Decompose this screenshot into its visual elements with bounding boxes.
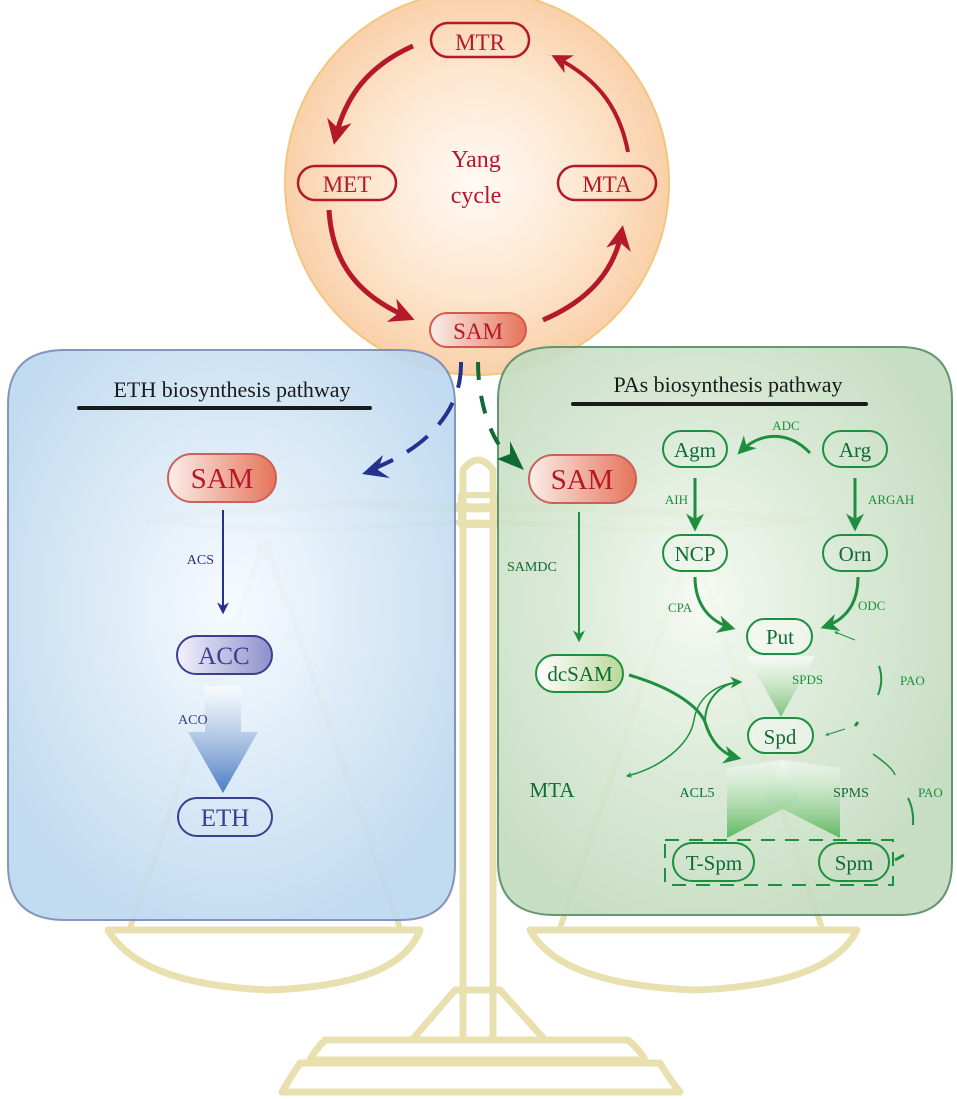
scale-base-bottom	[278, 1059, 684, 1096]
spermine-group-bracket	[664, 839, 894, 886]
enzyme-adc: ADC	[772, 418, 799, 433]
eth-node-eth[interactable]: ETH	[177, 797, 273, 837]
eth-biosynthesis-panel: ETH biosynthesis pathway SAM ACS ACC ACO…	[7, 349, 456, 921]
pas-node-sam[interactable]: SAM	[528, 454, 637, 504]
pao-dashed-arc-2	[872, 753, 896, 776]
enzyme-spms: SPMS	[833, 786, 869, 801]
right-pan	[526, 926, 861, 994]
arrow-sam-to-eth-pathway	[361, 361, 464, 476]
arrow-acc-to-eth	[188, 686, 258, 793]
node-mta-cycle[interactable]: MTA	[556, 164, 658, 202]
enzyme-acl5: ACL5	[680, 786, 715, 801]
pas-node-spd-label: Spd	[764, 725, 797, 749]
eth-node-acc[interactable]: ACC	[176, 635, 273, 675]
enzyme-odc: ODC	[858, 598, 885, 613]
pas-node-arg[interactable]: Arg	[822, 430, 888, 468]
eth-node-acc-label: ACC	[198, 643, 249, 670]
pas-node-ncp-label: NCP	[675, 542, 716, 566]
pas-node-put[interactable]: Put	[746, 618, 813, 655]
pas-node-spd[interactable]: Spd	[747, 717, 814, 754]
eth-node-sam[interactable]: SAM	[167, 453, 277, 503]
arrow-met-to-sam	[326, 209, 415, 322]
left-pan	[104, 926, 424, 994]
arrow-mtr-to-met	[327, 43, 415, 145]
pas-biosynthesis-panel: PAs biosynthesis pathway SAM SAMDC Agm A…	[497, 346, 953, 916]
node-sam-cycle[interactable]: SAM	[429, 312, 527, 348]
pas-node-mta: MTA	[530, 778, 576, 802]
arrow-sam-to-pas-pathway	[476, 361, 512, 460]
enzyme-spds: SPDS	[792, 672, 823, 687]
pao-dashed-arc-3	[907, 797, 915, 826]
eth-panel-title: ETH biosynthesis pathway	[113, 377, 350, 402]
arrow-head-eth	[362, 455, 390, 478]
yang-cycle: Yang cycle MTR MET MTA SAM	[284, 0, 670, 376]
pas-node-dcsam-label: dcSAM	[547, 662, 613, 686]
eth-node-eth-label: ETH	[201, 805, 250, 832]
pao-dashed-arc-1	[877, 665, 883, 696]
arrow-orn-to-put	[820, 576, 860, 631]
node-sam-cycle-label: SAM	[453, 319, 503, 344]
pas-node-dcsam[interactable]: dcSAM	[535, 654, 624, 693]
arrow-dcsam-to-spd	[704, 676, 743, 723]
pas-node-put-label: Put	[766, 625, 794, 649]
enzyme-pao-1: PAO	[900, 673, 925, 688]
node-met-label: MET	[323, 172, 372, 197]
arrow-spd-to-spm	[765, 760, 840, 838]
scale-base-top	[306, 1036, 649, 1064]
pao-dash-spm	[894, 853, 905, 862]
node-mta-cycle-label: MTA	[582, 172, 632, 197]
pas-panel-background	[497, 346, 953, 916]
arrow-arg-to-agm	[737, 434, 812, 455]
pas-node-orn[interactable]: Orn	[822, 534, 888, 572]
eth-node-sam-label: SAM	[191, 463, 254, 495]
arrow-pao-to-spd	[825, 728, 846, 736]
pas-node-tspm[interactable]: T-Spm	[672, 842, 755, 882]
scale-neck	[408, 986, 549, 1044]
enzyme-pao-2: PAO	[918, 785, 943, 800]
pas-node-sam-label: SAM	[551, 464, 614, 496]
enzyme-aih: AIH	[665, 492, 688, 507]
pas-node-spm[interactable]: Spm	[818, 842, 890, 882]
enzyme-samdc: SAMDC	[507, 560, 557, 575]
pas-node-tspm-label: T-Spm	[686, 851, 742, 875]
arrow-put-to-spd	[747, 656, 815, 717]
arrow-head-pas	[497, 441, 524, 470]
pas-node-agm[interactable]: Agm	[662, 430, 728, 468]
pas-panel-title: PAs biosynthesis pathway	[614, 372, 843, 397]
pillar-top-block	[458, 492, 498, 528]
scale-pillar-right	[459, 456, 497, 1044]
pas-node-agm-label: Agm	[674, 438, 716, 462]
node-mtr-label: MTR	[455, 30, 506, 55]
node-met[interactable]: MET	[296, 164, 398, 202]
pao-dash	[853, 721, 860, 727]
yang-cycle-title-line1: Yang	[451, 147, 501, 173]
pas-node-orn-label: Orn	[839, 542, 872, 566]
enzyme-acs: ACS	[187, 553, 214, 568]
enzyme-argah: ARGAH	[868, 492, 914, 507]
arrow-dcsam-to-mta	[625, 681, 740, 778]
arrow-pao-to-put	[834, 631, 856, 641]
node-mtr[interactable]: MTR	[429, 21, 531, 59]
arrow-mta-to-mtr	[551, 55, 630, 153]
pas-node-arg-label: Arg	[839, 438, 872, 462]
pas-node-spm-label: Spm	[835, 851, 874, 875]
arrow-sam-to-mta	[542, 225, 631, 323]
arrow-ncp-to-put	[693, 576, 736, 633]
enzyme-cpa: CPA	[668, 600, 693, 615]
enzyme-aco: ACO	[178, 713, 208, 728]
pas-node-ncp[interactable]: NCP	[662, 534, 728, 572]
yang-cycle-title-line2: cycle	[451, 183, 502, 209]
